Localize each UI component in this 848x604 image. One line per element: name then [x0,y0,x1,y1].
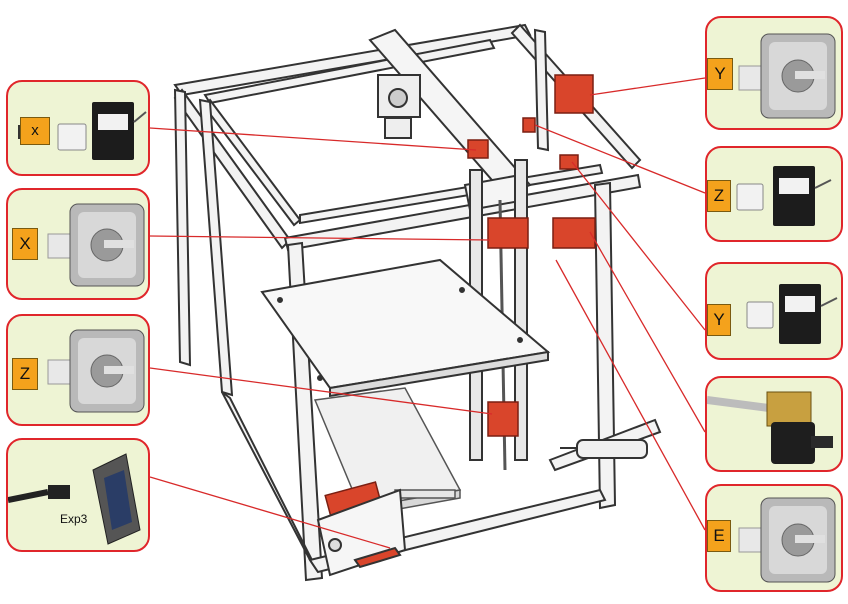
callout-exp3: Exp3 [6,438,150,552]
extruder-icon [707,378,843,472]
tag-e-motor: E [707,520,731,552]
z-endstop-part [523,118,535,132]
callout-e-motor: E [705,484,843,592]
hotend [378,75,420,138]
extruder-part [553,218,595,248]
tag-z-endstop: Z [707,180,731,212]
tag-y-endstop: Y [707,304,731,336]
callout-z-motor: Z [6,314,150,426]
callout-x-motor: X [6,188,150,300]
callout-y-endstop: Y [705,262,843,360]
tag-z-motor: Z [12,358,38,390]
exp3-label: Exp3 [60,512,87,526]
callout-extruder [705,376,843,472]
callout-y-motor: Y [705,16,843,130]
tag-y-motor: Y [707,58,733,90]
x-motor-part [488,218,528,248]
x-endstop-part [468,140,488,158]
callout-x-endstop: x [6,80,150,176]
z-motor-part [488,402,518,436]
tag-x-endstop: x [20,117,50,145]
callout-z-endstop: Z [705,146,843,242]
tag-x-motor: X [12,228,38,260]
ribbon-cable-icon [8,440,150,552]
y-motor-part [555,75,593,113]
